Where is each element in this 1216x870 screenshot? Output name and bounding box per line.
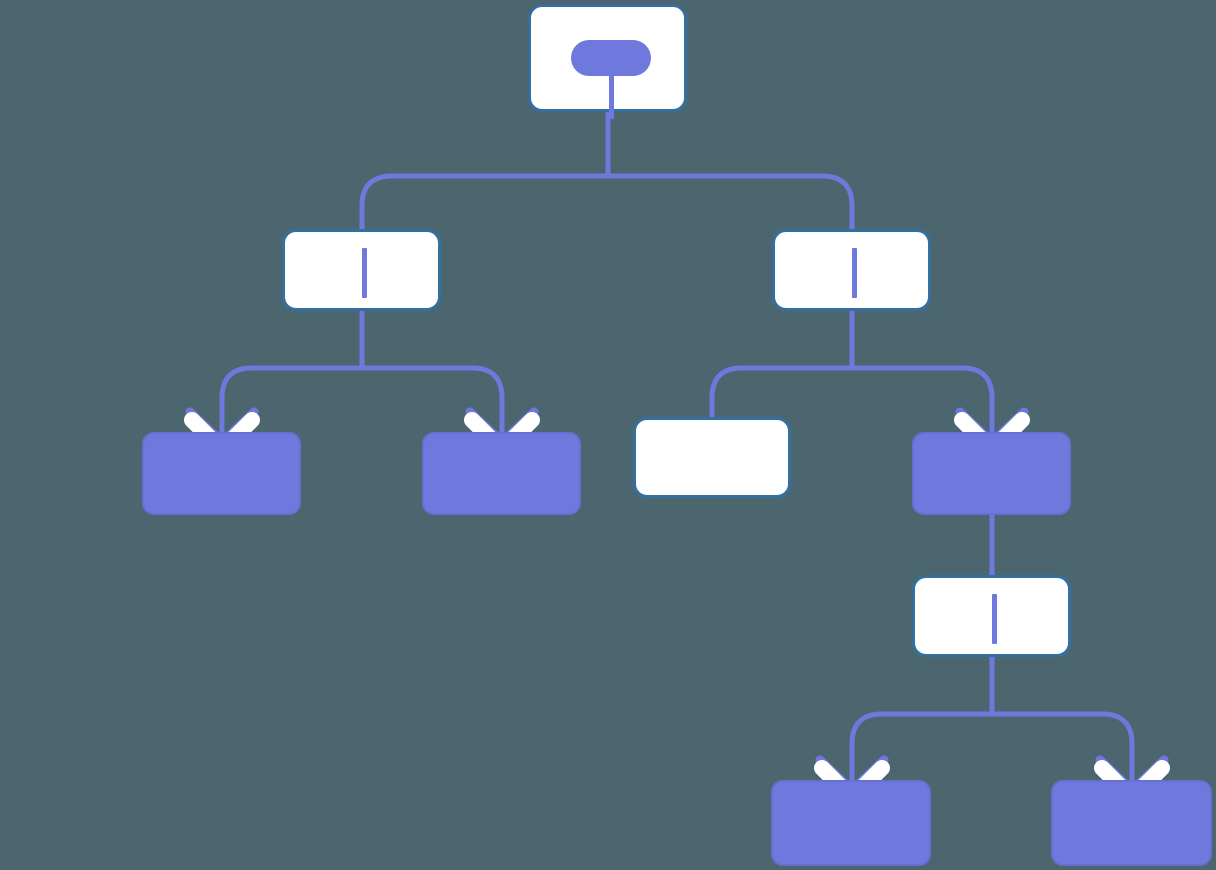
root-stem-line [609,67,614,119]
connector-e3 [219,311,365,436]
leaf-node-5[interactable] [1051,780,1212,866]
branch-card-right[interactable] [772,229,931,311]
connector-e1 [359,112,611,229]
leaf-node-1[interactable] [142,432,301,515]
plain-card-node[interactable] [633,417,791,498]
connector-e4 [359,311,505,436]
node-inner-line [852,248,857,298]
leaf-node-4[interactable] [771,780,931,866]
connector-e6 [849,311,995,436]
branch-card-left[interactable] [282,229,441,311]
node-inner-line [992,594,997,644]
connector-e9 [989,657,1135,784]
connector-e2 [605,112,855,229]
connector-e8 [849,657,995,784]
leaf-node-3[interactable] [912,432,1071,515]
leaf-node-2[interactable] [422,432,581,515]
node-inner-line [362,248,367,298]
branch-card-lower[interactable] [912,575,1071,657]
root-card[interactable] [528,4,687,119]
connector-e5 [709,311,855,417]
